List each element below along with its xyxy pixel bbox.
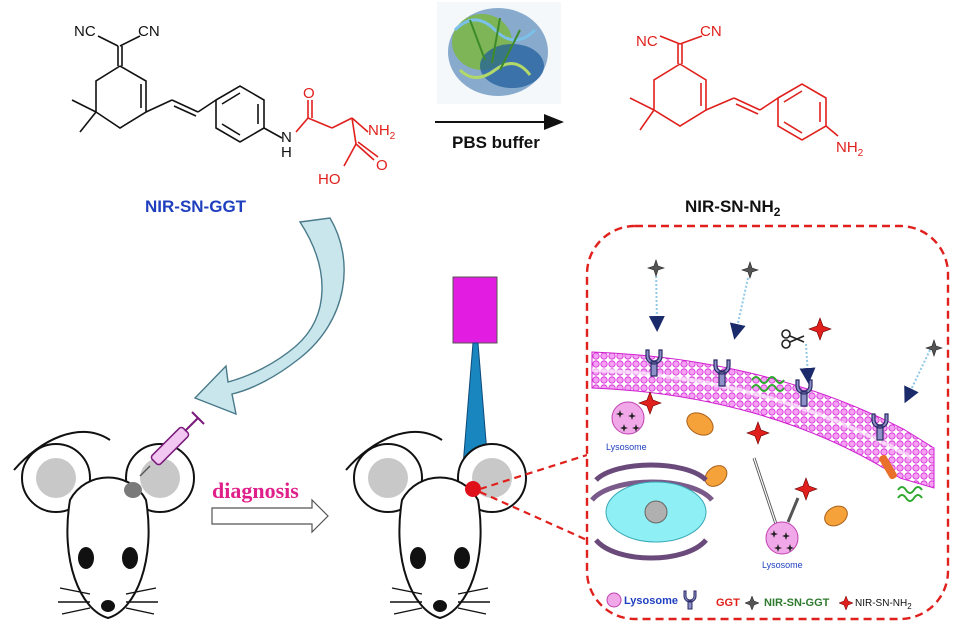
- diagnosis-arrow: [211, 498, 329, 534]
- product-star-icon: [746, 421, 770, 445]
- ggt-protein-image: [437, 2, 561, 104]
- product-nh2-label: NH2: [836, 139, 864, 159]
- reaction-condition: PBS buffer: [452, 133, 540, 152]
- legend-probe-label: NIR-SN-GGT: [764, 597, 830, 609]
- legend-ggt-icon: [683, 590, 697, 610]
- ggt-receptors: [645, 349, 889, 441]
- product-nh2-sub: 2: [858, 148, 864, 159]
- reactant-o2-label: O: [376, 157, 388, 174]
- ggt-icon: [871, 413, 889, 441]
- cell-membrane: [591, 351, 935, 489]
- product-star-icon: [808, 317, 832, 341]
- reactant-nh2-sub: 2: [390, 131, 396, 142]
- product-name: NIR-SN-NH2: [685, 197, 781, 219]
- legend-lysosome-icon: [606, 592, 622, 608]
- mouse-left: [13, 430, 195, 620]
- lysosome-label-top: Lysosome: [606, 442, 647, 452]
- reactant-n-label: N: [281, 129, 292, 146]
- uptake-arrow-2: [786, 497, 800, 523]
- product-name-main: NIR-SN-NH: [685, 197, 774, 216]
- product-name-sub: 2: [774, 205, 781, 219]
- product-star-icon: [638, 391, 662, 415]
- nucleus-golgi: [590, 462, 714, 561]
- reactant-name: NIR-SN-GGT: [145, 197, 247, 216]
- reactant-atom-labels: NC CN N H O NH2 HO O: [74, 23, 396, 188]
- lysosome-bottom: Lysosome: [762, 521, 803, 570]
- syringe-icon: [139, 411, 205, 477]
- probe-star-icon: [741, 261, 759, 279]
- legend-product-icon: [838, 595, 854, 611]
- scissors-icon: [781, 329, 805, 349]
- ggt-icon: [713, 359, 731, 387]
- legend-product-sub: 2: [907, 602, 912, 611]
- product-star-icon: [794, 477, 818, 501]
- reactant-nh2-label: NH2: [368, 122, 396, 142]
- legend-probe-icon: [744, 595, 760, 611]
- membrane-helices: [751, 376, 923, 502]
- membrane-channel: [879, 454, 897, 480]
- reactant-glutamyl: [295, 100, 379, 167]
- legend: Lysosome GGT NIR-SN-GGT NIR-SN-NH2: [606, 590, 912, 611]
- mouse-right: [345, 430, 527, 620]
- reactant-structure: [71, 35, 283, 143]
- ggt-icon: [645, 349, 663, 377]
- legend-product-main: NIR-SN-NH: [855, 598, 907, 609]
- product-nc-label: NC: [636, 33, 658, 50]
- reactant-h-label: H: [281, 144, 292, 161]
- incoming-probes: [647, 259, 943, 404]
- reactant-ho-label: HO: [318, 171, 341, 188]
- reactant-nc-label: NC: [74, 23, 96, 40]
- laser-source: [452, 276, 498, 344]
- reactant-nh2-main: NH: [368, 122, 390, 139]
- product-structure: [629, 35, 839, 141]
- probe-star-icon: [925, 339, 943, 357]
- tumor-marker: [465, 481, 481, 497]
- product-atom-labels: NC CN NH2: [636, 23, 864, 159]
- legend-product-label: NIR-SN-NH2: [855, 598, 912, 611]
- lysosome-top: Lysosome: [606, 401, 647, 452]
- diagnosis-label: diagnosis: [212, 478, 299, 503]
- reactant-o-label: O: [303, 85, 315, 102]
- curved-arrow: [193, 217, 345, 416]
- product-nh2-main: NH: [836, 139, 858, 156]
- zoom-line-top: [479, 453, 588, 491]
- mitochondria: [686, 412, 848, 527]
- product-cn-label: CN: [700, 23, 722, 40]
- zoom-line-bottom: [479, 490, 588, 542]
- probe-star-icon: [647, 259, 665, 277]
- reactant-cn-label: CN: [138, 23, 160, 40]
- legend-lysosome-label: Lysosome: [624, 595, 678, 607]
- lysosome-label-bottom: Lysosome: [762, 560, 803, 570]
- legend-ggt-label: GGT: [716, 597, 740, 609]
